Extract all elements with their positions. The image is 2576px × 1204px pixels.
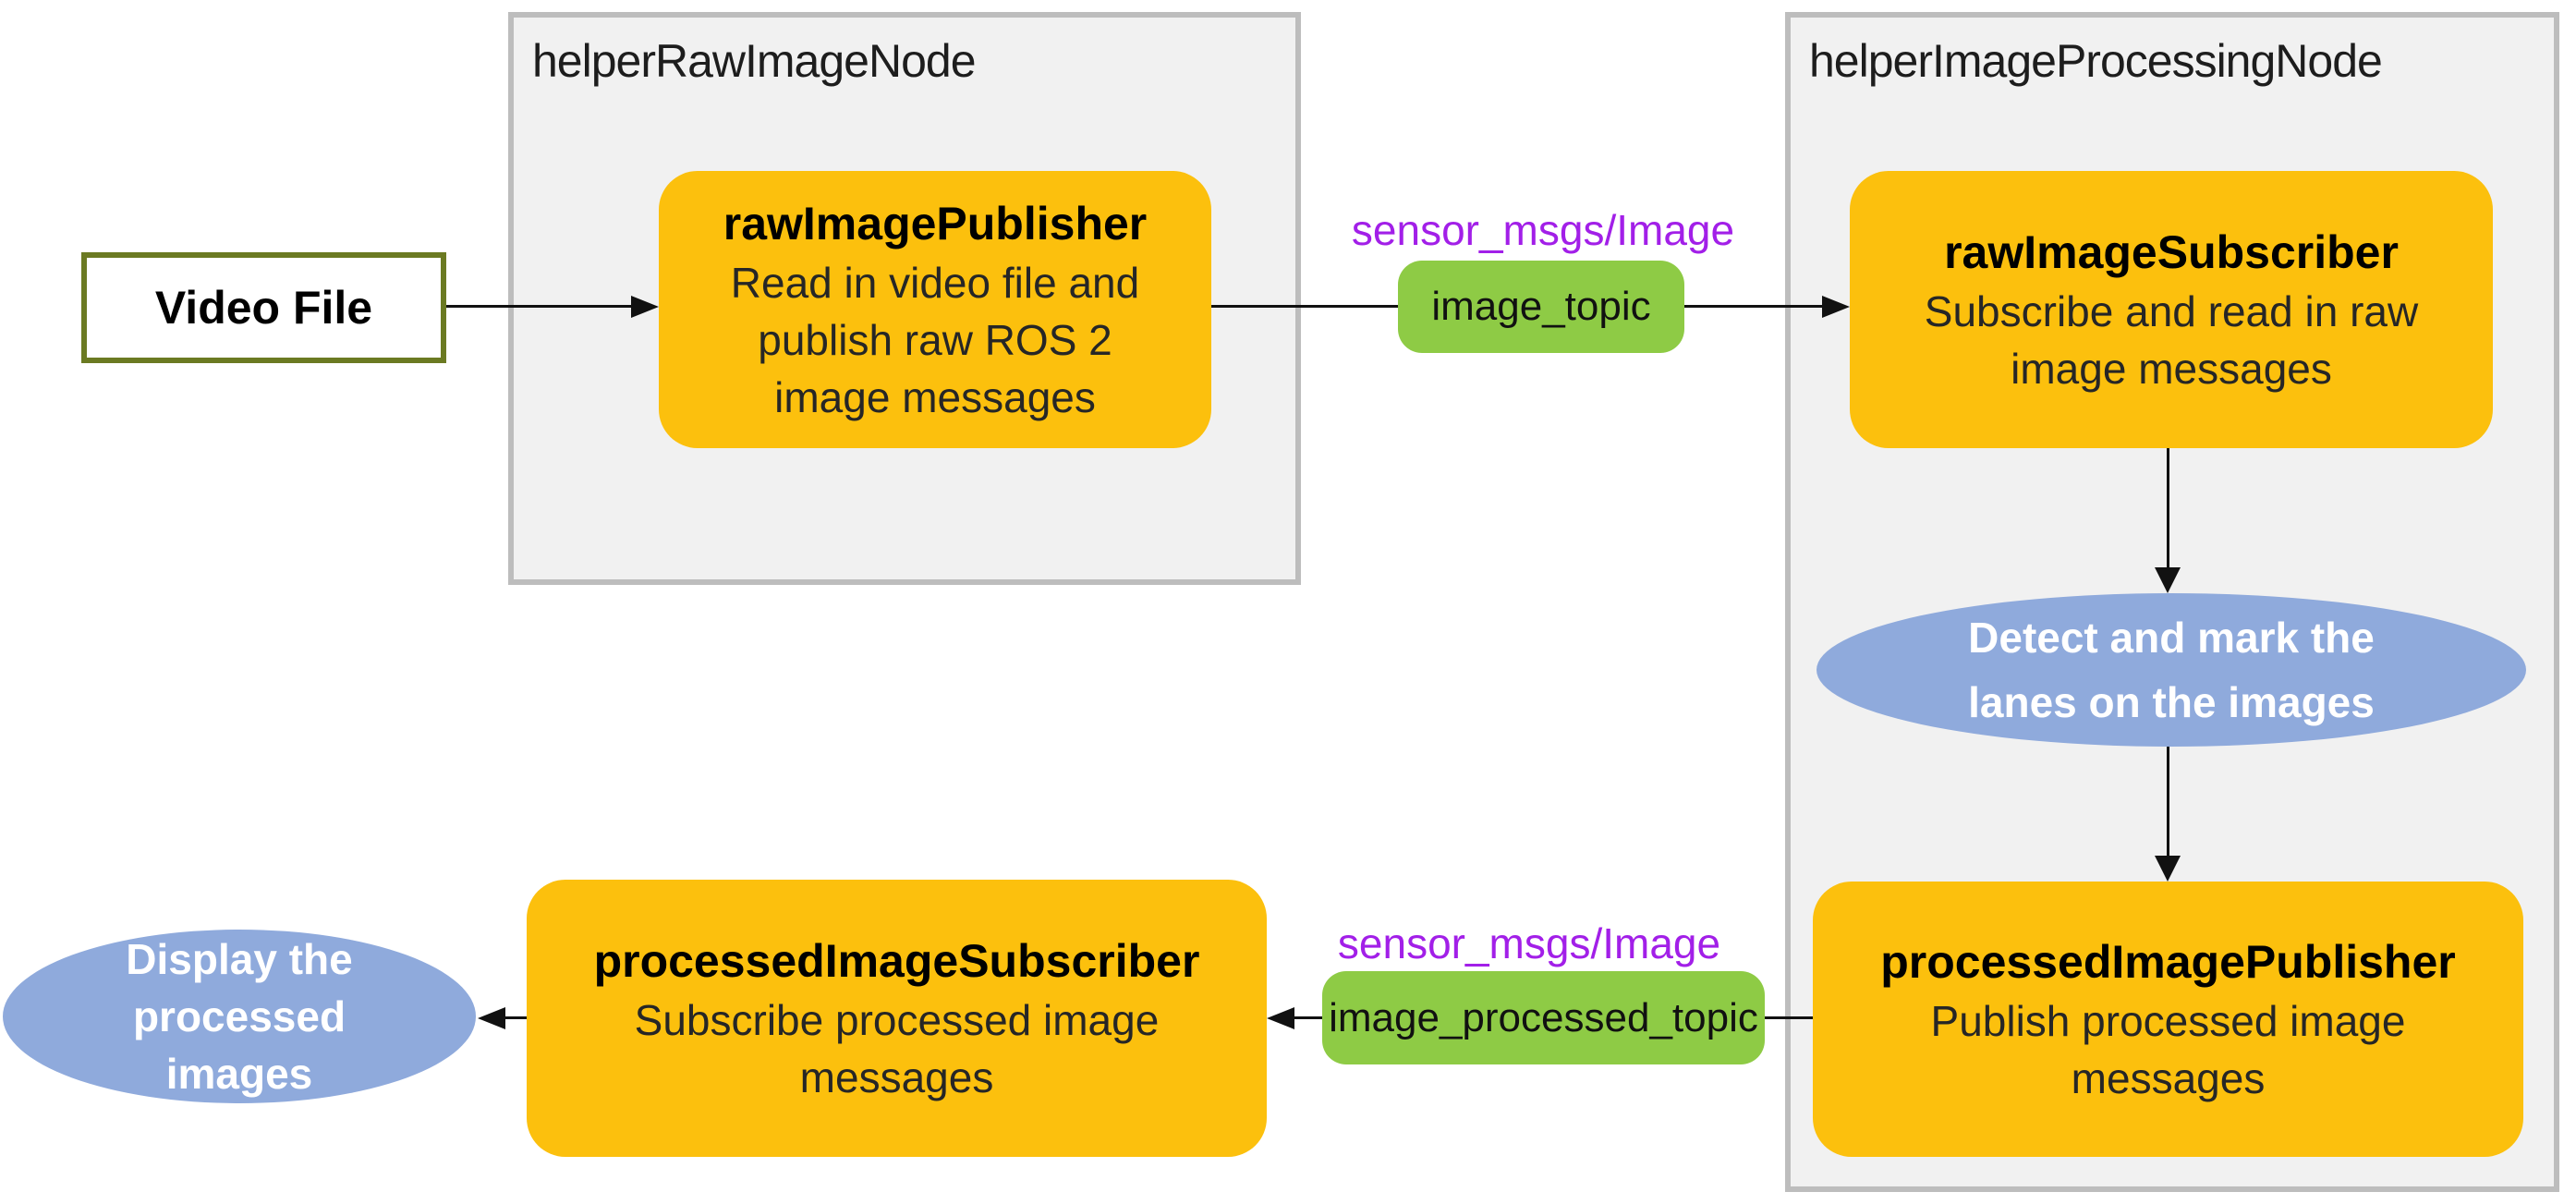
node-title: processedImagePublisher: [1880, 936, 2456, 988]
arrowhead-right-icon: [1822, 296, 1850, 318]
step-text-line: Detect and mark the: [1968, 614, 2375, 662]
topic-name: image_processed_topic: [1329, 994, 1758, 1040]
arrowhead-down-icon: [2155, 567, 2181, 593]
node-description-line: Subscribe and read in raw: [1924, 287, 2419, 335]
step-display-images-ellipse: Display the processed images: [3, 930, 476, 1103]
step-text-line: processed: [132, 992, 346, 1040]
topic-name: image_topic: [1431, 284, 1651, 329]
arrowhead-left-icon: [478, 1007, 505, 1029]
video-file-box: Video File: [81, 252, 446, 363]
container-label-helper-raw-image-node: helperRawImageNode: [532, 35, 977, 87]
step-detect-lanes-ellipse: Detect and mark the lanes on the images: [1817, 593, 2526, 747]
node-raw-image-subscriber: rawImageSubscriber Subscribe and read in…: [1850, 171, 2493, 448]
arrow-video-to-publisher: [446, 305, 631, 308]
line-publisher-to-processed-topic: [1765, 1016, 1813, 1019]
step-text-line: lanes on the images: [1968, 678, 2375, 726]
node-description-line: messages: [2071, 1054, 2266, 1102]
node-description-line: Subscribe processed image: [634, 996, 1160, 1044]
node-description-line: image messages: [2011, 345, 2332, 393]
node-processed-image-subscriber: processedImageSubscriber Subscribe proce…: [527, 880, 1267, 1157]
arrow-subscriber-to-display: [505, 1016, 527, 1019]
node-description-line: publish raw ROS 2: [758, 316, 1112, 364]
arrowhead-left-icon: [1267, 1007, 1294, 1029]
node-title: rawImagePublisher: [723, 198, 1148, 249]
step-text-line: images: [165, 1050, 313, 1098]
node-processed-image-publisher: processedImagePublisher Publish processe…: [1813, 882, 2523, 1157]
topic-box-image-topic: image_topic: [1398, 261, 1684, 353]
message-type-label-image-processed-topic: sensor_msgs/Image: [1337, 919, 1721, 967]
node-description-line: image messages: [774, 373, 1096, 421]
container-label-helper-image-processing-node: helperImageProcessingNode: [1809, 35, 2383, 87]
arrowhead-right-icon: [631, 296, 659, 318]
step-text-line: Display the: [126, 935, 353, 983]
topic-box-image-processed-topic: image_processed_topic: [1322, 971, 1765, 1064]
node-title: rawImageSubscriber: [1944, 226, 2399, 278]
node-raw-image-publisher: rawImagePublisher Read in video file and…: [659, 171, 1211, 448]
arrowhead-down-icon: [2155, 856, 2181, 882]
line-publisher-to-image-topic: [1211, 305, 1398, 308]
arrow-detect-to-publisher: [2167, 747, 2169, 856]
video-file-label: Video File: [154, 282, 373, 334]
arrow-processed-topic-to-subscriber: [1294, 1016, 1322, 1019]
node-description-line: Publish processed image: [1930, 997, 2406, 1045]
node-title: processedImageSubscriber: [593, 935, 1200, 987]
arrow-image-topic-to-subscriber: [1684, 305, 1822, 308]
message-type-label-image-topic: sensor_msgs/Image: [1351, 206, 1735, 254]
arrow-subscriber-to-detect: [2167, 448, 2169, 567]
node-description-line: messages: [799, 1053, 994, 1101]
node-description-line: Read in video file and: [730, 259, 1140, 307]
